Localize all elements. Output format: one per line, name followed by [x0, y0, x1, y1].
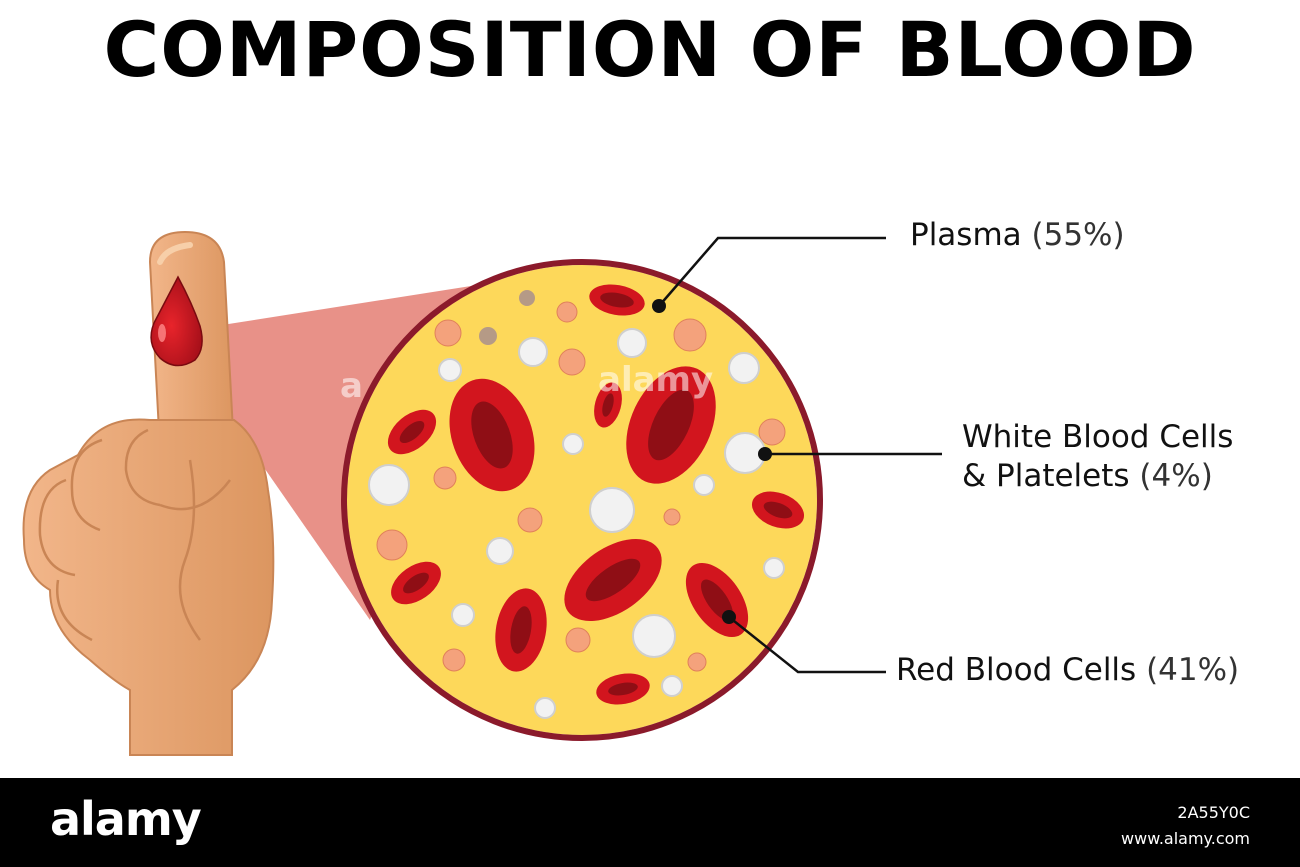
diagram-title: COMPOSITION OF BLOOD	[103, 5, 1197, 94]
leader-lines	[658, 236, 942, 674]
white-blood-cells	[368, 328, 785, 719]
blood-diagram	[22, 230, 942, 756]
alamy-logo: alamy	[50, 792, 202, 846]
plasma-percent: (55%)	[1031, 217, 1125, 253]
watermark-overlay-a: a	[340, 366, 363, 406]
rbc-name: Red Blood Cells	[896, 652, 1137, 688]
wbc-line2: & Platelets	[962, 457, 1130, 494]
plasma-label: Plasma (55%)	[910, 216, 1125, 255]
platelets	[376, 301, 786, 672]
red-blood-cells	[387, 284, 805, 705]
alamy-url: www.alamy.com	[1121, 828, 1250, 848]
image-id: 2A55Y0C	[1177, 803, 1250, 822]
hand-illustration	[22, 230, 275, 756]
wbc-label: White Blood Cells & Platelets (4%)	[962, 418, 1233, 496]
rbc-label: Red Blood Cells (41%)	[896, 651, 1239, 690]
rbc-pointer-dot	[722, 610, 736, 624]
wbc-percent: (4%)	[1139, 457, 1213, 494]
rbc-percent: (41%)	[1146, 652, 1240, 688]
watermark-overlay-alamy: alamy	[598, 360, 714, 400]
rbc-leader	[728, 616, 886, 674]
wbc-pointer-dot	[758, 447, 772, 461]
plasma-name: Plasma	[910, 217, 1022, 253]
image-id-block: 2A55Y0C www.alamy.com	[1121, 800, 1250, 851]
magnified-blood-circle	[341, 259, 823, 741]
wbc-line1: White Blood Cells	[962, 419, 1234, 455]
plasma-leader	[658, 236, 886, 307]
watermark-footer: alamy 2A55Y0C www.alamy.com	[0, 778, 1300, 867]
blood-drop-icon	[150, 275, 203, 367]
plasma-pointer-dot	[652, 299, 666, 313]
